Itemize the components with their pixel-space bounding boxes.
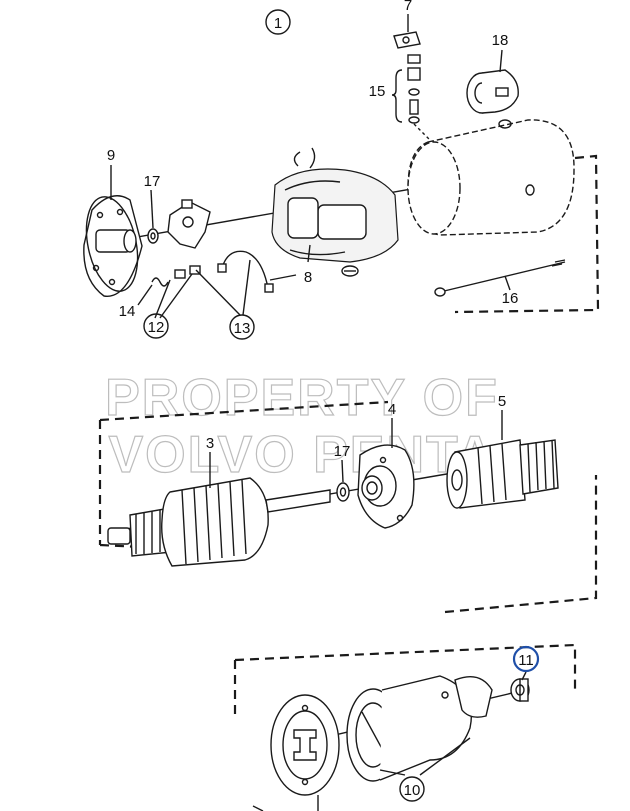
callout-11: 11 <box>518 652 534 669</box>
callout-5[interactable]: 5 <box>498 393 506 410</box>
top-dashed-bracket <box>454 154 600 314</box>
callout-13-badge[interactable]: 13 <box>229 314 255 340</box>
part-11-bushing[interactable] <box>510 678 530 702</box>
callout-4[interactable]: 4 <box>388 401 396 418</box>
callout-9[interactable]: 9 <box>107 147 115 164</box>
bottom-dashed-bracket <box>233 643 577 718</box>
group-number: 1 <box>274 15 282 32</box>
yoke-housing[interactable] <box>407 119 575 236</box>
top-leader-lines <box>110 165 511 319</box>
part-5-drive-pinion[interactable] <box>446 439 559 509</box>
part-4-bearing-plate[interactable] <box>357 444 415 529</box>
callout-18[interactable]: 18 <box>492 32 509 49</box>
part-10-drive-housing[interactable] <box>346 675 493 782</box>
callout-11-highlight-ring <box>512 645 540 673</box>
watermark-line-1: PROPERTY OF <box>105 369 499 427</box>
bottom-assembly <box>233 643 577 811</box>
drive-end-plate[interactable] <box>270 694 340 796</box>
brush-holder-plate[interactable] <box>167 199 211 249</box>
part-8-field-coils[interactable] <box>271 147 399 263</box>
callout-12: 12 <box>148 319 165 336</box>
callout-12-badge[interactable]: 12 <box>143 313 169 339</box>
callout-17-top[interactable]: 17 <box>144 173 161 190</box>
middle-leader-lines <box>209 410 503 488</box>
watermark: PROPERTY OF VOLVO PENTA <box>105 368 499 484</box>
top-assembly <box>79 14 600 319</box>
part-15-terminal-stack[interactable] <box>391 54 431 141</box>
part-14-spring[interactable] <box>151 277 169 287</box>
part-16-through-bolt[interactable] <box>434 259 566 297</box>
bottom-leader-lines <box>252 671 527 811</box>
part-17-washer-middle[interactable] <box>336 482 350 502</box>
part-17-washer-top[interactable] <box>147 228 159 244</box>
middle-assembly <box>98 400 598 614</box>
group-number-badge: 1 <box>265 9 291 35</box>
callout-8[interactable]: 8 <box>304 269 312 286</box>
callout-3[interactable]: 3 <box>206 435 214 452</box>
callout-17-middle[interactable]: 17 <box>334 443 351 460</box>
callout-labels: 7 18 15 9 17 14 12 13 8 16 3 4 17 5 11 1… <box>107 0 540 802</box>
callout-13: 13 <box>234 320 251 337</box>
pole-screw[interactable] <box>341 265 359 277</box>
part-9-end-cover[interactable] <box>79 192 146 297</box>
part-7-clip[interactable] <box>393 14 421 49</box>
callout-10: 10 <box>404 782 421 799</box>
callout-14[interactable]: 14 <box>119 303 136 320</box>
part-12-brushes[interactable] <box>174 265 201 279</box>
part-13-wire[interactable] <box>217 250 274 293</box>
callout-15[interactable]: 15 <box>369 83 386 100</box>
part-18-bushing[interactable] <box>466 49 519 114</box>
part-3-armature[interactable] <box>107 477 331 567</box>
watermark-line-2: VOLVO PENTA <box>109 426 496 484</box>
callout-10-badge[interactable]: 10 <box>399 776 425 802</box>
callout-7[interactable]: 7 <box>404 0 412 14</box>
callout-16[interactable]: 16 <box>502 290 519 307</box>
callout-11-badge[interactable]: 11 <box>512 645 540 673</box>
middle-dashed-bracket <box>98 400 598 614</box>
